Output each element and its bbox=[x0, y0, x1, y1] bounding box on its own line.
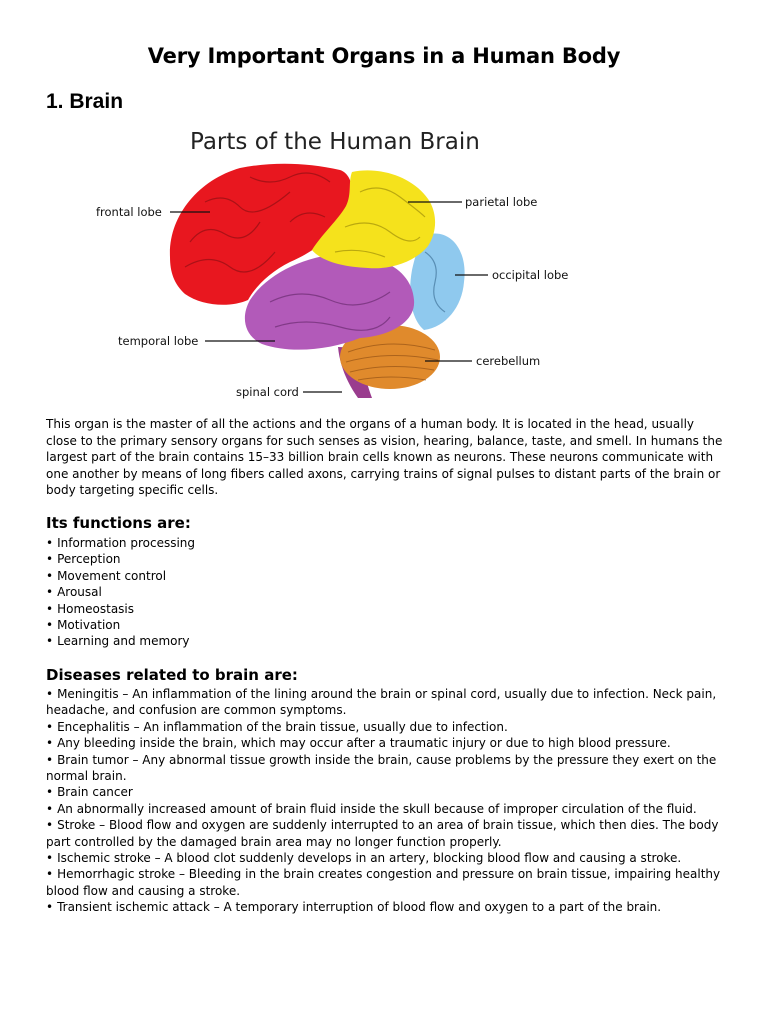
bullet-marker: • bbox=[46, 552, 54, 567]
intro-paragraph: This organ is the master of all the acti… bbox=[46, 417, 723, 497]
function-item-text: Homeostasis bbox=[57, 601, 135, 616]
disease-item-text: Brain tumor – Any abnormal tissue growth… bbox=[46, 752, 717, 784]
bullet-marker: • bbox=[46, 568, 54, 583]
function-item-text: Learning and memory bbox=[57, 634, 190, 649]
disease-item: •Brain cancer bbox=[46, 784, 726, 800]
diseases-list: •Meningitis – An inflammation of the lin… bbox=[46, 686, 726, 916]
label-temporal-lobe: temporal lobe bbox=[118, 334, 198, 348]
function-item-text: Perception bbox=[57, 552, 121, 567]
disease-item-text: Brain cancer bbox=[57, 785, 133, 800]
disease-item-text: An abnormally increased amount of brain … bbox=[57, 801, 697, 816]
function-item: •Learning and memory bbox=[46, 633, 726, 649]
bullet-marker: • bbox=[46, 585, 54, 600]
cerebellum-shape bbox=[340, 325, 440, 389]
bullet-marker: • bbox=[46, 752, 54, 767]
disease-item: •Transient ischemic attack – A temporary… bbox=[46, 899, 726, 915]
function-item: •Movement control bbox=[46, 568, 726, 584]
function-item-text: Motivation bbox=[57, 618, 121, 633]
bullet-marker: • bbox=[46, 785, 54, 800]
bullet-marker: • bbox=[46, 536, 54, 550]
function-item-text: Arousal bbox=[57, 585, 102, 600]
disease-item: •Meningitis – An inflammation of the lin… bbox=[46, 686, 726, 719]
bullet-marker: • bbox=[46, 801, 54, 816]
diseases-heading: Diseases related to brain are: bbox=[46, 666, 298, 684]
document-title: Very Important Organs in a Human Body bbox=[147, 44, 621, 68]
disease-item: •Any bleeding inside the brain, which ma… bbox=[46, 735, 726, 751]
function-item-text: Information processing bbox=[57, 536, 196, 550]
label-cerebellum: cerebellum bbox=[476, 354, 540, 368]
parietal-lobe-shape bbox=[312, 170, 436, 269]
bullet-marker: • bbox=[46, 719, 54, 734]
occipital-lobe-shape bbox=[410, 233, 465, 330]
bullet-marker: • bbox=[46, 618, 54, 633]
bullet-marker: • bbox=[46, 601, 54, 616]
label-spinal-cord: spinal cord bbox=[236, 385, 299, 399]
temporal-lobe-shape bbox=[244, 253, 415, 350]
disease-item-text: Hemorrhagic stroke – Bleeding in the bra… bbox=[46, 867, 721, 898]
disease-item: •Encephalitis – An inflammation of the b… bbox=[46, 719, 726, 735]
disease-item-text: Meningitis – An inflammation of the lini… bbox=[46, 687, 717, 718]
label-occipital-lobe: occipital lobe bbox=[492, 268, 568, 282]
function-item: •Information processing bbox=[46, 535, 726, 551]
disease-item: •Stroke – Blood flow and oxygen are sudd… bbox=[46, 817, 726, 850]
bullet-marker: • bbox=[46, 851, 54, 866]
functions-heading: Its functions are: bbox=[46, 514, 191, 532]
disease-item: •Hemorrhagic stroke – Bleeding in the br… bbox=[46, 866, 726, 899]
disease-item: •Ischemic stroke – A blood clot suddenly… bbox=[46, 850, 726, 866]
function-item: •Motivation bbox=[46, 617, 726, 633]
function-item: •Arousal bbox=[46, 584, 726, 600]
section-heading-brain: 1. Brain bbox=[46, 90, 124, 113]
bullet-marker: • bbox=[46, 736, 54, 751]
disease-item-text: Transient ischemic attack – A temporary … bbox=[57, 900, 662, 915]
disease-item-text: Encephalitis – An inflammation of the br… bbox=[57, 719, 508, 734]
function-item: •Perception bbox=[46, 551, 726, 567]
figure-title: Parts of the Human Brain bbox=[190, 129, 480, 155]
disease-item-text: Any bleeding inside the brain, which may… bbox=[57, 736, 671, 751]
disease-item: •An abnormally increased amount of brain… bbox=[46, 801, 726, 817]
disease-item-text: Ischemic stroke – A blood clot suddenly … bbox=[57, 851, 682, 866]
bullet-marker: • bbox=[46, 818, 54, 833]
label-frontal-lobe: frontal lobe bbox=[96, 205, 162, 219]
bullet-marker: • bbox=[46, 634, 54, 649]
function-item: •Homeostasis bbox=[46, 601, 726, 617]
label-parietal-lobe: parietal lobe bbox=[465, 195, 537, 209]
function-item-text: Movement control bbox=[57, 568, 167, 583]
bullet-marker: • bbox=[46, 867, 54, 882]
bullet-marker: • bbox=[46, 687, 54, 701]
brain-diagram: Parts of the Human Brain bbox=[90, 122, 580, 407]
functions-list: •Information processing•Perception•Movem… bbox=[46, 535, 726, 650]
disease-item: •Brain tumor – Any abnormal tissue growt… bbox=[46, 752, 726, 785]
disease-item-text: Stroke – Blood flow and oxygen are sudde… bbox=[46, 818, 719, 849]
bullet-marker: • bbox=[46, 900, 54, 915]
